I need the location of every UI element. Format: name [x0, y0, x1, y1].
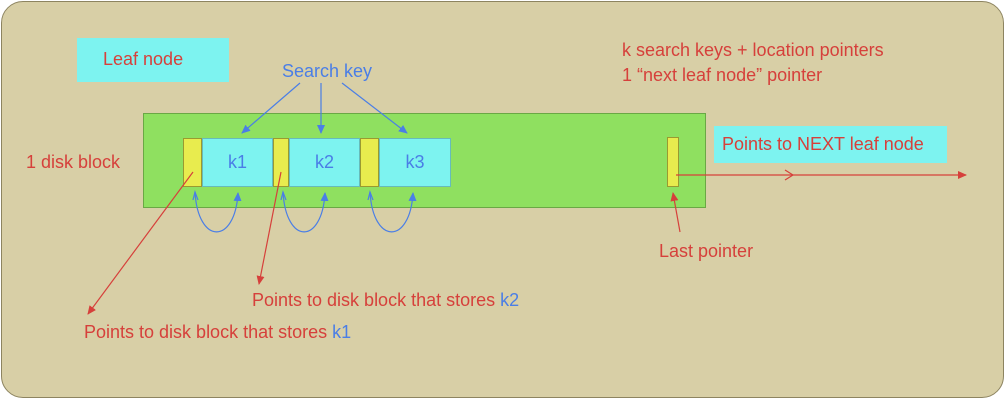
k2-pointer-arrow: [256, 171, 282, 285]
summary-line-1: k search keys + location pointers: [622, 40, 884, 60]
points-k2-text: Points to disk block that stores: [252, 290, 501, 310]
last-pointer-label: Last pointer: [659, 241, 754, 261]
loop-arrow-2: [282, 191, 329, 233]
pointer-cell-2: [273, 138, 289, 187]
last-pointer-arrow: [670, 192, 681, 233]
key-cell-k3: k3: [379, 138, 451, 187]
summary-line-2: 1 “next leaf node” pointer: [622, 65, 823, 85]
leaf-node-title: Leaf node: [103, 49, 184, 69]
loop-arrow-1b: [192, 189, 199, 201]
pointer-cell-1: [183, 138, 202, 187]
key-cell-k2: k2: [289, 138, 360, 187]
next-leaf-arrow-mid-chevron: [784, 169, 795, 181]
search-key-arrow-k3: [341, 82, 408, 134]
points-k2-key: k2: [500, 290, 520, 310]
points-k2-label: Points to disk block that stores k2: [252, 290, 519, 311]
search-key-label: Search key: [282, 61, 373, 81]
points-k1-label: Points to disk block that stores k1: [84, 322, 351, 343]
leaf-node-title-box: Leaf node: [77, 38, 229, 82]
search-key-arrow-k1: [241, 82, 301, 134]
loop-arrow-2b: [280, 189, 287, 201]
k1-pointer-arrow: [87, 171, 194, 315]
next-leaf-label: Points to NEXT leaf node: [722, 134, 924, 154]
loop-arrow-3: [369, 191, 417, 233]
loop-arrow-1: [194, 191, 242, 233]
loop-arrow-3b: [367, 189, 374, 201]
pointer-cell-3: [360, 138, 379, 187]
points-k1-text: Points to disk block that stores: [84, 322, 333, 342]
points-k1-key: k1: [332, 322, 352, 342]
key-cell-k1: k1: [202, 138, 273, 187]
next-leaf-label-box: Points to NEXT leaf node: [714, 126, 947, 163]
disk-block-label: 1 disk block: [26, 152, 121, 172]
